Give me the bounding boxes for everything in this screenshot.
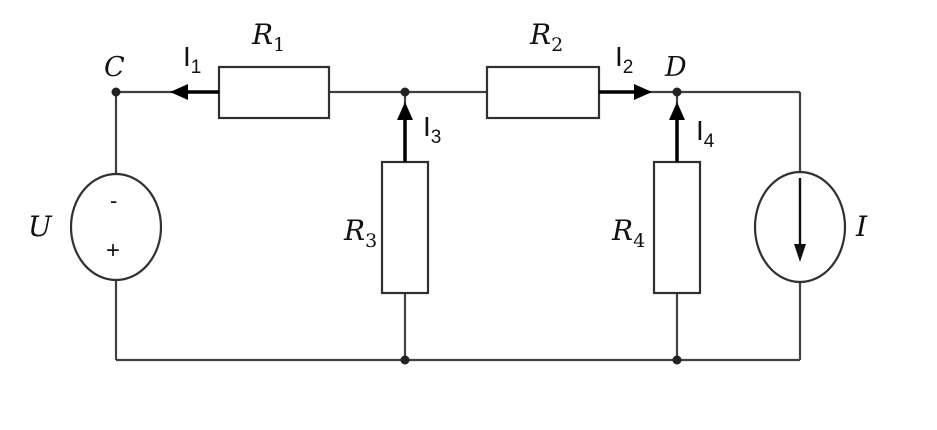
resistor-label-r1-letter: R xyxy=(251,18,273,51)
current-source-arrow-head xyxy=(794,244,806,262)
resistor-r4 xyxy=(652,160,702,295)
voltage-source-plus: + xyxy=(106,237,120,264)
current-label-i3: I3 xyxy=(423,111,441,148)
current-label-i4-letter: I xyxy=(696,115,704,146)
current-label-i1-letter: I xyxy=(183,41,191,72)
resistor-label-r3-letter: R xyxy=(343,214,365,247)
resistor-label-r2: R2 xyxy=(529,18,563,56)
current-label-i2: I2 xyxy=(615,41,633,78)
voltage-source-u xyxy=(69,172,163,282)
resistor-label-r2-letter: R xyxy=(529,18,551,51)
resistor-label-r3: R3 xyxy=(343,214,377,252)
resistor-r3 xyxy=(380,160,430,295)
current-label-i3-letter: I xyxy=(423,111,431,142)
resistor-r1 xyxy=(217,65,331,120)
current-arrow-i3-head xyxy=(397,102,413,120)
resistor-label-r4-sub: 4 xyxy=(633,230,645,252)
current-arrow-i4-head xyxy=(669,102,685,120)
current-arrow-i2-head xyxy=(634,84,652,100)
current-label-i3-sub: 3 xyxy=(431,127,442,148)
current-label-i1: I1 xyxy=(183,41,201,78)
voltage-source-label: U xyxy=(28,210,53,243)
resistor-label-r3-sub: 3 xyxy=(365,230,377,252)
current-label-i4-sub: 4 xyxy=(704,131,715,152)
node-c-dot xyxy=(111,87,121,97)
resistor-label-r4: R4 xyxy=(611,214,645,252)
resistor-label-r1: R1 xyxy=(251,18,285,56)
node-junction-top-dot xyxy=(400,87,410,97)
resistor-label-r2-sub: 2 xyxy=(551,34,563,56)
current-label-i1-sub: 1 xyxy=(191,57,202,78)
voltage-source-minus: - xyxy=(110,188,117,213)
current-label-i4: I4 xyxy=(696,115,715,152)
resistor-label-r1-sub: 1 xyxy=(273,34,285,56)
node-label-d: D xyxy=(664,52,687,83)
node-bottom-r4-dot xyxy=(672,355,682,365)
node-bottom-r3-dot xyxy=(400,355,410,365)
current-source-label: I xyxy=(855,210,868,243)
resistor-label-r4-letter: R xyxy=(611,214,633,247)
current-label-i2-sub: 2 xyxy=(623,57,634,78)
resistor-r2 xyxy=(485,65,601,120)
current-label-i2-letter: I xyxy=(615,41,623,72)
node-d-dot xyxy=(672,87,682,97)
node-label-c: C xyxy=(104,52,125,83)
current-arrow-i1-head xyxy=(170,84,188,100)
